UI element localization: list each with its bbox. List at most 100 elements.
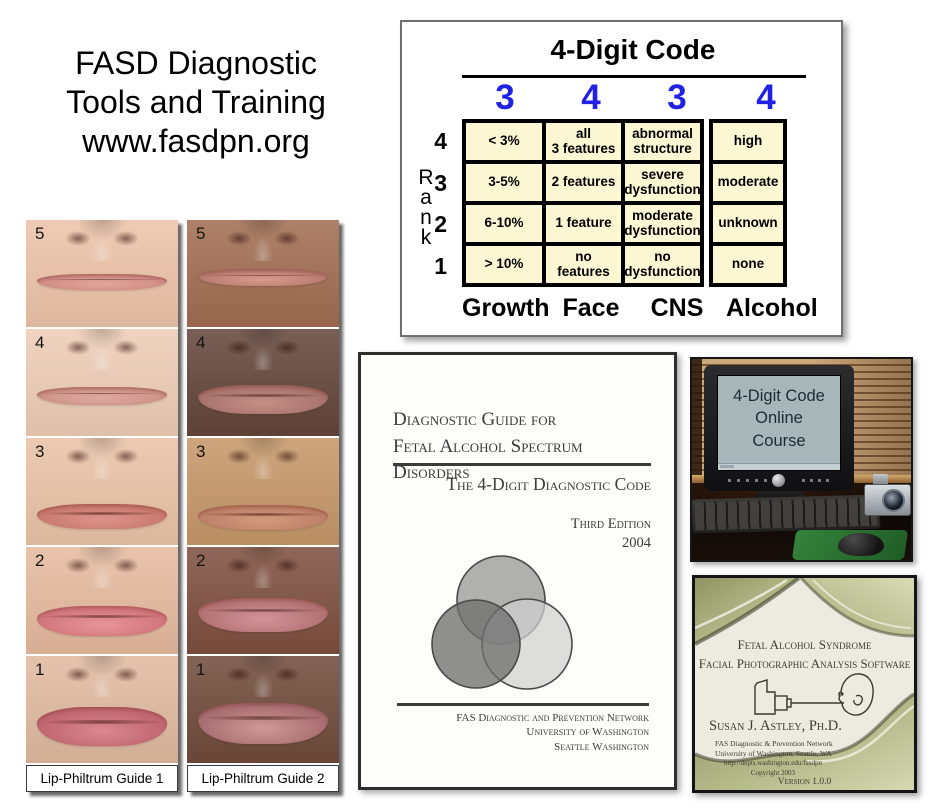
lips-image — [36, 386, 168, 405]
nose-image — [50, 220, 154, 261]
software-org-line2: University of Washington, Seattle, WA — [715, 749, 832, 759]
slide-title-url: www.fasdpn.org — [82, 123, 310, 160]
photo-rank-number: 4 — [196, 333, 206, 352]
book-rule-bottom — [397, 703, 649, 706]
book-title-line1: Diagnostic Guide for — [393, 409, 557, 430]
rank-axis-label: R a n k — [415, 167, 437, 249]
software-version: Version 1.0.0 — [777, 777, 832, 787]
face-rank1-cell: no features — [544, 244, 623, 285]
digit-growth: 3 — [495, 78, 515, 117]
lips-image — [197, 269, 329, 287]
cns-rank2-cell: moderate dysfunction — [623, 203, 702, 244]
rank-3: 3 — [434, 169, 447, 196]
camera-flash — [873, 474, 888, 487]
photo-rank-number: 1 — [35, 660, 45, 679]
title-underline — [462, 75, 806, 78]
book-org-line3: Seattle Washington — [554, 740, 649, 753]
photo-rank-number: 1 — [196, 660, 206, 679]
mouse — [838, 533, 884, 556]
software-url-copyright: http://depts.washington.edu/fasdpn Copyr… — [713, 758, 833, 778]
keyboard-keys — [694, 497, 878, 531]
code-table: < 3% all 3 features abnormal structure 3… — [462, 119, 787, 287]
rank-letter: n — [420, 205, 432, 229]
bezel-buttons-right — [802, 479, 832, 482]
column-labels: Growth Face CNS Alcohol — [462, 294, 818, 323]
software-title-line2: Facial Photographic Analysis Software — [698, 655, 911, 671]
cns-rank4-cell: abnormal structure — [623, 121, 702, 162]
growth-rank2-cell: 6-10% — [464, 203, 544, 244]
book-title-line2: Fetal Alcohol Spectrum Disorders — [393, 435, 583, 484]
book-org-line1: FAS Diagnostic and Prevention Network — [456, 712, 649, 724]
cns-rank3-cell: severe dysfunction — [623, 162, 702, 203]
book-title: Diagnostic Guide for Fetal Alcohol Spect… — [393, 407, 651, 487]
nose-image — [211, 329, 315, 370]
alcohol-rank1-cell: none — [711, 244, 785, 285]
photo-rank-number: 5 — [196, 224, 206, 243]
digit-face: 4 — [581, 78, 601, 117]
growth-label: Growth — [462, 294, 550, 322]
photo-rank-number: 5 — [35, 224, 45, 243]
book-edition-line: Third Edition — [570, 516, 651, 532]
nose-image — [50, 547, 154, 588]
book-edition: Third Edition 2004 — [393, 515, 651, 553]
code-panel-title: 4-Digit Code — [550, 34, 716, 65]
growth-rank4-cell: < 3% — [464, 121, 544, 162]
nose-image — [50, 656, 154, 697]
guide1-photo-rank5: 5 — [26, 220, 178, 327]
camera-lens — [882, 489, 905, 512]
face-rank2-cell: 1 feature — [544, 203, 623, 244]
book-org-line2: University of Washington — [526, 726, 649, 739]
camera-to-face-diagram — [754, 673, 874, 716]
rank-1: 1 — [434, 252, 447, 279]
rank-letter: k — [420, 225, 432, 249]
diagnostic-guide-book-cover: Diagnostic Guide for Fetal Alcohol Spect… — [358, 352, 677, 790]
slide-title: FASD Diagnostic Tools and Training www.f… — [20, 44, 372, 161]
alcohol-rank2-cell: unknown — [711, 203, 785, 244]
slide-title-line2: Tools and Training — [66, 84, 326, 121]
lips-image — [197, 505, 329, 531]
rank-letter: a — [420, 185, 432, 209]
photo-rank-number: 2 — [196, 551, 206, 570]
software-author: Susan J. Astley, Ph.D. — [709, 718, 842, 734]
analysis-software-cover: Fetal Alcohol Syndrome Facial Photograph… — [692, 575, 917, 793]
lips-image — [197, 384, 329, 414]
lip-philtrum-guide-1: 5 4 3 2 1 Lip-Philtrum Guide 1 — [26, 220, 178, 792]
screen-text: 4-Digit Code Online Course — [733, 387, 825, 450]
guide1-photo-rank2: 2 — [26, 547, 178, 654]
venn-diagram — [431, 555, 573, 690]
photo-rank-number: 2 — [35, 551, 45, 570]
lip-philtrum-guide-2: 5 4 3 2 1 Lip-Philtrum Guide 2 — [187, 220, 339, 792]
face-rank3-cell: 2 features — [544, 162, 623, 203]
computer-monitor: 4-Digit Code Online Course — [704, 365, 854, 491]
lips-image — [36, 605, 168, 636]
wave-artwork — [695, 578, 914, 790]
lips-image — [197, 703, 329, 744]
book-organization: FAS Diagnostic and Prevention Network Un… — [387, 711, 649, 754]
online-course-photo: 4-Digit Code Online Course — [690, 357, 913, 562]
code-digits-row: 3 4 3 4 — [462, 78, 806, 118]
book-year: 2004 — [622, 534, 651, 551]
guide2-photo-rank1: 1 — [187, 656, 339, 763]
four-digit-code-panel: 4-Digit Code 3 4 3 4 R a n k 4 3 2 1 < 3… — [400, 20, 843, 337]
software-title-line1: Fetal Alcohol Syndrome — [737, 637, 872, 652]
nose-image — [50, 438, 154, 479]
rank-4: 4 — [434, 128, 447, 155]
alcohol-label: Alcohol — [726, 294, 818, 322]
software-title: Fetal Alcohol Syndrome Facial Photograph… — [695, 636, 914, 674]
alcohol-rank3-cell: moderate — [711, 162, 785, 203]
guide2-photo-rank5: 5 — [187, 220, 339, 327]
nose-image — [211, 220, 315, 261]
lips-image — [36, 707, 168, 746]
software-org-line1: FAS Diagnostic & Prevention Network — [715, 739, 833, 748]
software-organization: FAS Diagnostic & Prevention Network Univ… — [715, 739, 833, 759]
book-subtitle: The 4-Digit Diagnostic Code — [446, 474, 651, 494]
nose-image — [211, 547, 315, 588]
photo-rank-number: 3 — [35, 442, 45, 461]
guide1-label: Lip-Philtrum Guide 1 — [26, 765, 178, 792]
digit-alcohol: 4 — [756, 78, 776, 117]
cns-label: CNS — [650, 294, 704, 322]
alcohol-rank4-cell: high — [711, 121, 785, 162]
guide2-label: Lip-Philtrum Guide 2 — [187, 765, 339, 792]
guide2-photo-rank4: 4 — [187, 329, 339, 436]
growth-rank1-cell: > 10% — [464, 244, 544, 285]
